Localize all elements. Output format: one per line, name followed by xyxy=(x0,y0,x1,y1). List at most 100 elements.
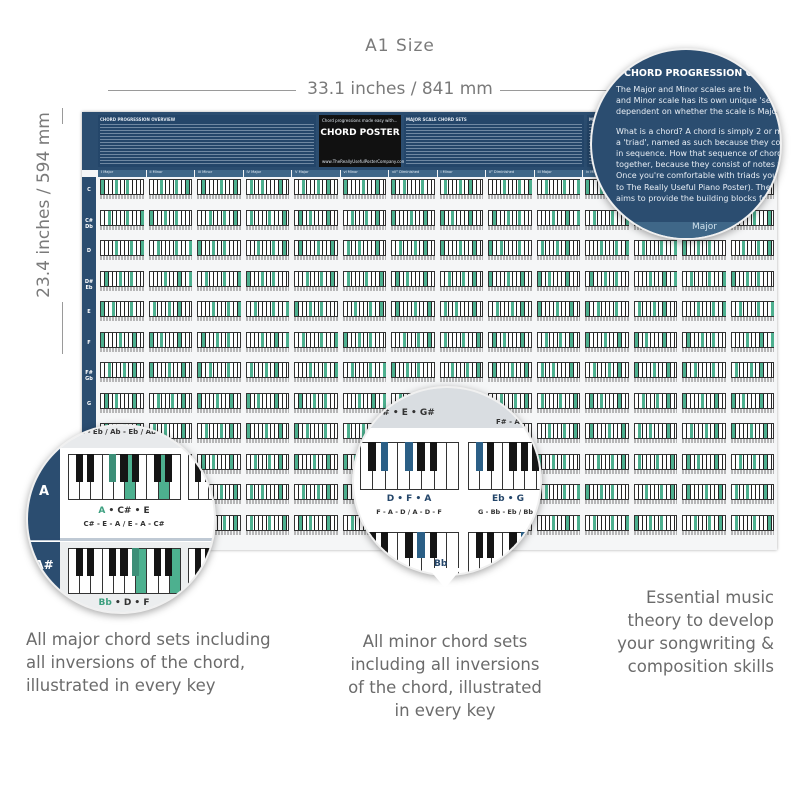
chord-caption-placeholder xyxy=(488,378,532,382)
white-key xyxy=(445,442,459,490)
mini-keyboard xyxy=(100,240,144,256)
chord-caption-placeholder xyxy=(197,408,241,413)
chord-caption-placeholder xyxy=(536,286,580,291)
chord-cell xyxy=(536,270,580,298)
mini-keyboard xyxy=(100,362,144,378)
chord-caption-placeholder xyxy=(100,286,144,291)
chord-cell xyxy=(682,423,726,450)
chord-cell xyxy=(633,301,677,328)
chord-caption-placeholder xyxy=(294,286,338,291)
mini-keyboard xyxy=(682,240,726,256)
chord-cell xyxy=(245,240,289,267)
chord-cell xyxy=(488,179,532,206)
black-key xyxy=(86,454,94,482)
chord-caption-placeholder xyxy=(488,286,532,291)
key-label-b-flat: B♭ xyxy=(36,576,52,590)
mini-keyboard xyxy=(342,301,386,317)
chord-cell xyxy=(294,484,338,511)
chord-caption-placeholder xyxy=(197,530,241,535)
mini-keyboard xyxy=(536,514,581,531)
chord-cell xyxy=(148,209,192,237)
mini-keyboard xyxy=(536,270,580,287)
chord-caption-placeholder xyxy=(245,378,289,382)
chord-caption-placeholder xyxy=(245,225,289,230)
theory-line: together, because they consist of notes … xyxy=(616,160,782,170)
column-header: I Major xyxy=(98,170,146,177)
mini-keyboard xyxy=(585,270,629,287)
chord-cell xyxy=(730,362,774,389)
mini-keyboard xyxy=(633,331,677,348)
height-dimension-line-bottom xyxy=(62,302,63,354)
chord-cell xyxy=(633,453,677,481)
chord-cell xyxy=(633,484,677,511)
chord-caption-placeholder xyxy=(439,347,483,352)
mini-keyboard xyxy=(633,301,677,317)
black-key xyxy=(154,548,162,576)
column-header: vii° Diminished xyxy=(389,170,437,177)
chord-cell xyxy=(294,453,338,481)
chord-cell xyxy=(488,362,532,389)
mini-keyboard xyxy=(245,484,289,500)
chord-cell xyxy=(294,331,338,359)
chord-cell xyxy=(536,423,580,450)
chord-caption-placeholder xyxy=(682,469,726,474)
chord-cell xyxy=(633,392,677,420)
mini-keyboard xyxy=(245,240,289,256)
chord-cell xyxy=(245,484,289,511)
black-key xyxy=(520,532,528,559)
top-right-label: F# - A - xyxy=(496,418,526,426)
black-key xyxy=(204,548,212,576)
chord-caption-placeholder xyxy=(730,408,774,413)
chord-cell xyxy=(682,484,726,511)
mini-keyboard xyxy=(633,484,677,500)
chord-caption-placeholder xyxy=(197,500,241,504)
chord-cell xyxy=(294,514,338,542)
mini-keyboard xyxy=(391,331,435,348)
chord-caption-placeholder xyxy=(342,256,386,260)
chord-cell xyxy=(294,362,338,389)
mini-keyboard xyxy=(439,362,483,378)
chord-caption-placeholder xyxy=(245,317,289,321)
mini-keyboard xyxy=(585,240,629,256)
chord-bb-rest: • D • F xyxy=(111,598,150,608)
magnifier-theory-text: CHORD PROGRESSION O The Major and Minor … xyxy=(590,48,782,240)
chord-cell xyxy=(294,240,338,267)
black-key xyxy=(486,532,495,559)
mini-keyboard xyxy=(245,270,289,287)
theory-line: aims to provide the building blocks for … xyxy=(616,193,782,203)
mini-keyboard xyxy=(585,423,629,439)
black-key xyxy=(417,442,426,471)
chord-caption-placeholder xyxy=(148,378,192,382)
mini-keyboard xyxy=(197,240,241,256)
chord-caption-placeholder xyxy=(585,439,629,443)
chord-caption-placeholder xyxy=(682,378,726,382)
black-key xyxy=(531,442,540,471)
chord-cell xyxy=(342,331,386,359)
mini-keyboard xyxy=(633,392,677,409)
caption-line: All minor chord sets xyxy=(362,632,528,651)
mini-keyboard xyxy=(585,453,629,470)
mini-keyboard xyxy=(439,331,483,348)
chord-a-root: A xyxy=(98,506,106,516)
mini-keyboard xyxy=(488,209,532,226)
chord-caption-placeholder xyxy=(100,256,144,260)
poster-logo: Chord progressions made easy with... CHO… xyxy=(319,115,406,167)
chord-caption-placeholder xyxy=(197,469,241,474)
chord-cell xyxy=(245,423,289,450)
black-key xyxy=(204,454,212,482)
chord-caption-placeholder xyxy=(730,317,774,321)
chord-caption-placeholder xyxy=(294,347,338,352)
chord-cell xyxy=(391,331,435,359)
chord-caption-placeholder xyxy=(682,317,726,321)
theory-line: a 'triad', named as such because they co… xyxy=(616,137,782,147)
mini-keyboard xyxy=(245,423,289,439)
mini-keyboard xyxy=(148,209,192,226)
chord-caption-placeholder xyxy=(148,195,192,199)
mini-keyboard xyxy=(439,179,483,195)
mini-keyboard xyxy=(439,270,483,287)
chord-cell xyxy=(682,301,726,328)
chord-cell xyxy=(536,301,580,328)
caption-line: illustrated in every key xyxy=(26,676,216,695)
theory-line: Once you're comfortable with triads you … xyxy=(616,171,782,181)
mini-keyboard xyxy=(585,362,629,378)
